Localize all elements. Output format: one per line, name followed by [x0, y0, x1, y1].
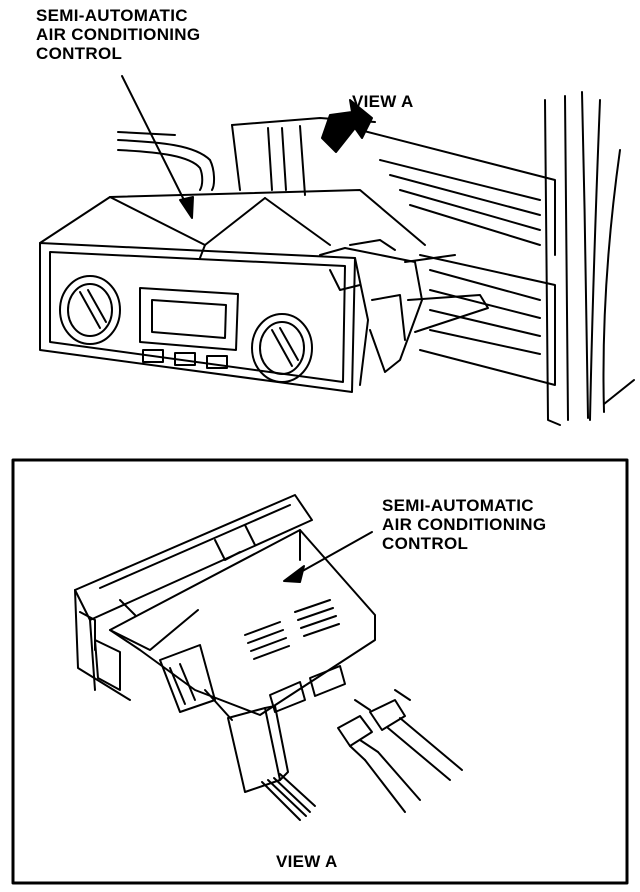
inset-callout-line-3: CONTROL: [382, 534, 469, 553]
inset-caption: VIEW A: [276, 852, 338, 871]
callout-label-top: SEMI-AUTOMATIC AIR CONDITIONING CONTROL: [36, 6, 200, 63]
callout-line-1: SEMI-AUTOMATIC: [36, 6, 188, 25]
callout-pointer-top: [122, 76, 193, 218]
view-a-arrow: [322, 100, 372, 152]
ac-control-unit-top: [40, 190, 488, 392]
wiring-connectors-inset: [205, 690, 462, 820]
view-a-marker-label: VIEW A: [352, 92, 414, 111]
ac-control-unit-inset: [75, 495, 375, 715]
callout-line-2: AIR CONDITIONING: [36, 25, 201, 44]
callout-label-inset: SEMI-AUTOMATIC AIR CONDITIONING CONTROL: [382, 496, 546, 553]
inset-frame: [13, 460, 627, 883]
callout-line-3: CONTROL: [36, 44, 123, 63]
inset-callout-line-1: SEMI-AUTOMATIC: [382, 496, 534, 515]
callout-pointer-inset: [284, 532, 372, 582]
inset-callout-line-2: AIR CONDITIONING: [382, 515, 547, 534]
